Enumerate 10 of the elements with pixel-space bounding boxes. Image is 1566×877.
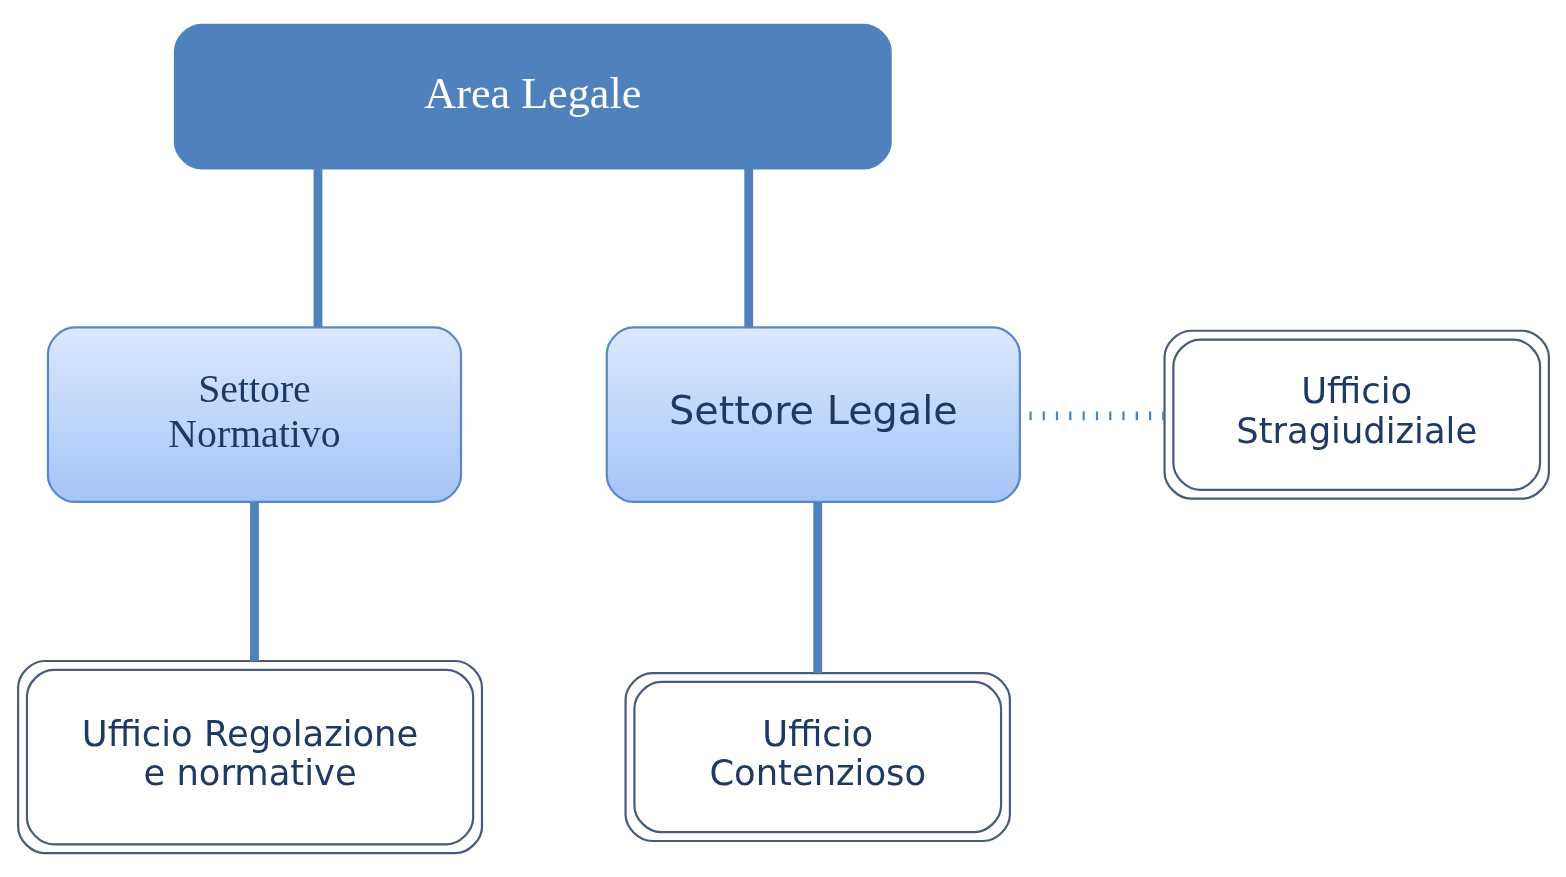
- connector: [249, 501, 259, 661]
- node-box: Area Legale: [173, 23, 892, 169]
- node-box: Ufficio Regolazione e normative: [16, 659, 483, 854]
- node-box: Ufficio Contenzioso: [623, 671, 1011, 842]
- connector: [313, 168, 322, 327]
- connector: [812, 501, 822, 673]
- connector: [743, 168, 753, 327]
- node-box: Settore Legale: [605, 325, 1021, 503]
- node-box: Settore Normativo: [46, 325, 462, 503]
- node-box: Ufficio Stragiudiziale: [1162, 329, 1550, 500]
